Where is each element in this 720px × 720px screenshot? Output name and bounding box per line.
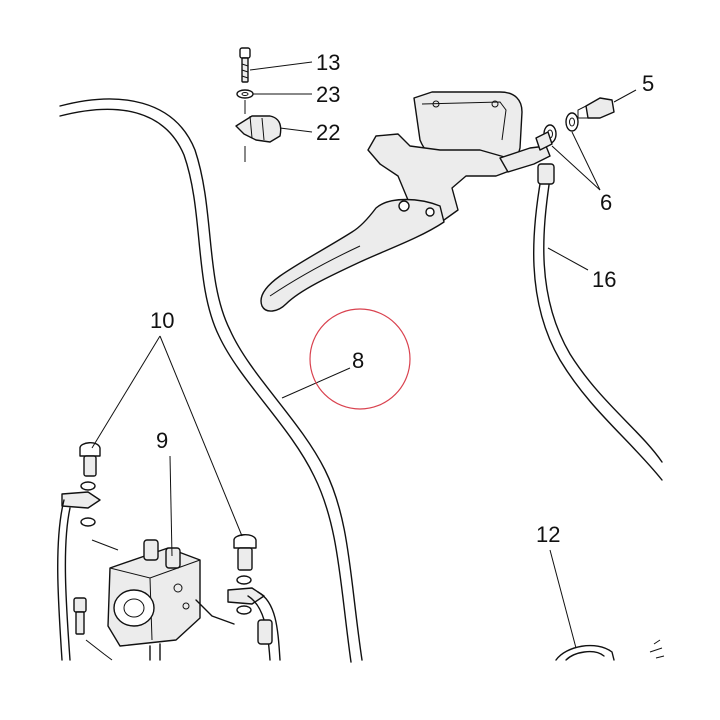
label-part-23: 23 — [316, 82, 340, 107]
valve-block-assembly — [57, 442, 281, 661]
master-cylinder-assembly — [260, 91, 551, 312]
clamp-fasteners — [235, 47, 282, 162]
label-part-22: 22 — [316, 120, 340, 145]
banjo-bolt-and-washers — [535, 97, 615, 151]
label-part-13: 13 — [316, 50, 340, 75]
label-part-16: 16 — [592, 267, 616, 292]
part-labels: 13 23 22 5 6 16 10 8 9 12 — [150, 50, 654, 547]
highlight-circle — [309, 308, 411, 410]
brake-hose-8 — [59, 98, 363, 663]
label-part-10: 10 — [150, 308, 174, 333]
label-part-9: 9 — [156, 428, 168, 453]
part-12-fragment — [555, 639, 665, 661]
brake-hose-16 — [532, 163, 663, 481]
leader-lines — [91, 61, 637, 649]
label-part-5: 5 — [642, 71, 654, 96]
label-part-12: 12 — [536, 522, 560, 547]
label-part-8: 8 — [352, 348, 364, 373]
label-part-6: 6 — [600, 190, 612, 215]
